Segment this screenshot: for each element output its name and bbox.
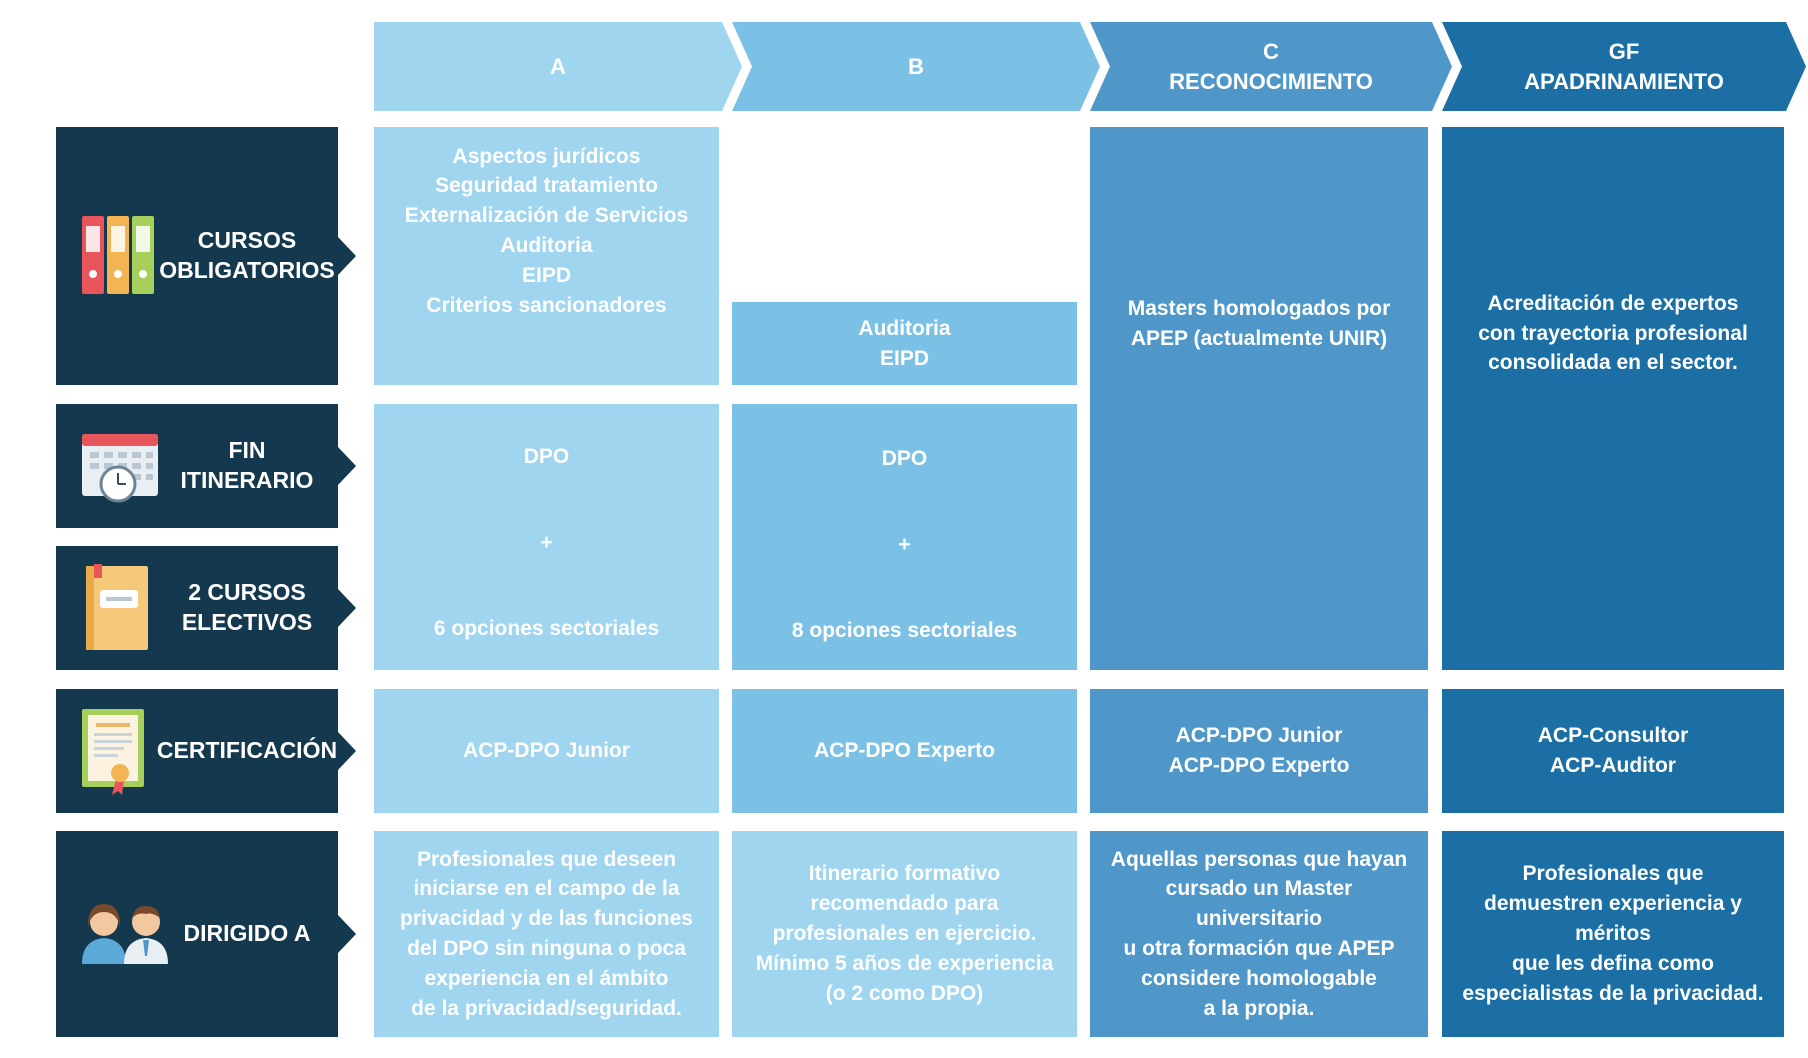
- row-label-dirigido-text: DIRIGIDO A: [183, 920, 311, 947]
- header-c-label: C RECONOCIMIENTO: [1169, 38, 1373, 94]
- header-gf: GF APADRINAMIENTO: [1442, 22, 1806, 111]
- chevron-c-shape: [1090, 22, 1452, 111]
- cell-b-plus: +: [898, 533, 911, 557]
- row-label-cursos-text: CURSOS OBLIGATORIOS: [159, 227, 335, 283]
- row-label-certificacion-text: CERTIFICACIÓN: [156, 737, 338, 764]
- cell-b-fin-electivos: DPO + 8 opciones sectoriales: [732, 404, 1077, 670]
- cell-c-certificacion-text: ACP-DPO Junior ACP-DPO Experto: [1168, 724, 1350, 777]
- cell-gf-certificacion: ACP-Consultor ACP-Auditor: [1442, 689, 1784, 813]
- cell-b-certificacion: ACP-DPO Experto: [732, 689, 1077, 813]
- cell-a-certificacion: ACP-DPO Junior: [374, 689, 719, 813]
- cell-a-cursos: Aspectos jurídicos Seguridad tratamiento…: [374, 127, 719, 385]
- cell-a-dirigido-text: Profesionales que deseen iniciarse en el…: [400, 847, 693, 1020]
- cell-a-electivos-text: 6 opciones sectoriales: [433, 617, 660, 641]
- row-label-fin: FIN ITINERARIO: [56, 404, 356, 528]
- chevron-b-shape: [732, 22, 1100, 111]
- people-icon: [80, 900, 170, 971]
- cell-a-cursos-text: Aspectos jurídicos Seguridad tratamiento…: [404, 144, 689, 317]
- cell-a-plus: +: [540, 531, 553, 555]
- cell-c-main: Masters homologados por APEP (actualment…: [1090, 127, 1428, 670]
- row-label-cursos: CURSOS OBLIGATORIOS: [56, 127, 356, 385]
- chevron-gf-shape: [1442, 22, 1806, 111]
- row-label-certificacion: CERTIFICACIÓN: [56, 689, 356, 813]
- row-label-fin-text: FIN ITINERARIO: [180, 437, 314, 493]
- header-b: B: [732, 22, 1100, 111]
- header-a: A: [374, 22, 742, 111]
- cell-b-cursos-text: Auditoria EIPD: [858, 316, 951, 370]
- cell-b-cursos: Auditoria EIPD: [732, 302, 1077, 385]
- folder-icon: [80, 564, 150, 657]
- cell-a-fin-electivos: DPO + 6 opciones sectoriales: [374, 404, 719, 670]
- cell-c-main-text: Masters homologados por APEP (actualment…: [1127, 296, 1391, 350]
- header-b-label: B: [908, 53, 924, 79]
- cell-b-fin-text: DPO: [881, 447, 928, 470]
- header-a-label: A: [550, 53, 566, 79]
- certificate-icon: [80, 707, 146, 802]
- row-label-electivos: 2 CURSOS ELECTIVOS: [56, 546, 356, 670]
- cell-b-certificacion-text: ACP-DPO Experto: [814, 739, 995, 763]
- cell-b-electivos-text: 8 opciones sectoriales: [791, 619, 1018, 643]
- calendar-clock-icon: [80, 428, 160, 509]
- cell-a-fin-text: DPO: [523, 445, 570, 468]
- cell-a-certificacion-text: ACP-DPO Junior: [463, 739, 630, 763]
- binders-icon: [80, 214, 156, 301]
- header-c: C RECONOCIMIENTO: [1090, 22, 1452, 111]
- cell-gf-dirigido: Profesionales que demuestren experiencia…: [1442, 831, 1784, 1037]
- chevron-a-shape: [374, 22, 742, 111]
- cell-a-dirigido: Profesionales que deseen iniciarse en el…: [374, 831, 719, 1037]
- cell-b-dirigido-text: Itinerario formativo recomendado para pr…: [755, 862, 1054, 1005]
- cell-gf-certificacion-text: ACP-Consultor ACP-Auditor: [1537, 724, 1689, 777]
- cell-c-dirigido-text: Aquellas personas que hayan cursado un M…: [1110, 847, 1408, 1020]
- row-label-electivos-text: 2 CURSOS ELECTIVOS: [181, 579, 313, 635]
- cell-gf-dirigido-text: Profesionales que demuestren experiencia…: [1462, 862, 1764, 1005]
- row-label-dirigido: DIRIGIDO A: [56, 831, 356, 1037]
- header-gf-label: GF APADRINAMIENTO: [1524, 38, 1724, 94]
- cell-c-dirigido: Aquellas personas que hayan cursado un M…: [1090, 831, 1428, 1037]
- cell-c-certificacion: ACP-DPO Junior ACP-DPO Experto: [1090, 689, 1428, 813]
- cell-gf-main-text: Acreditación de expertos con trayectoria…: [1478, 291, 1748, 375]
- cell-b-dirigido: Itinerario formativo recomendado para pr…: [732, 831, 1077, 1037]
- cell-gf-main: Acreditación de expertos con trayectoria…: [1442, 127, 1784, 670]
